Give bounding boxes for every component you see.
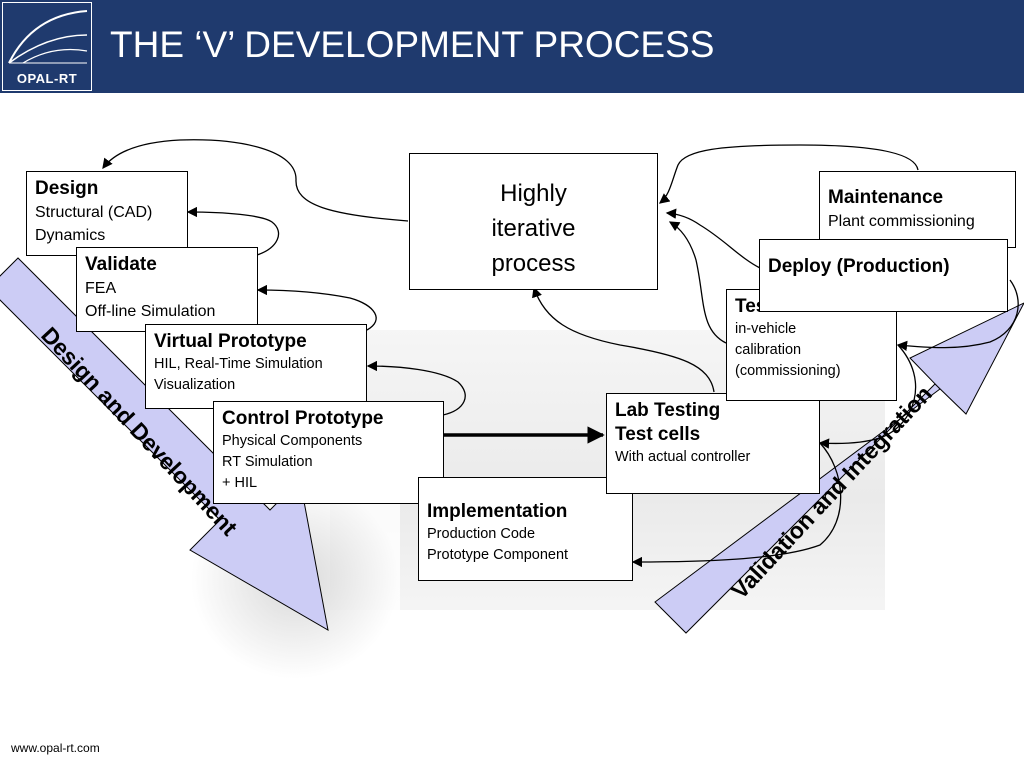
connector-testtrack-to-center: [668, 221, 727, 344]
testtrack-line-1: in-vehicle: [735, 321, 797, 337]
connector-virtual-to-validate: [256, 284, 377, 331]
deploy-title: Deploy (Production): [768, 256, 950, 277]
validation-integration-arrow: [654, 302, 1024, 634]
iterative-process-box: Highly iterative process: [409, 153, 658, 290]
design-line-1: Structural (CAD): [35, 204, 153, 221]
connector-center-to-design: [102, 139, 409, 222]
connector-testtrack-to-lab: [818, 344, 917, 449]
lab-line-1: With actual controller: [615, 449, 751, 465]
control-title: Control Prototype: [222, 408, 384, 429]
virtual-title: Virtual Prototype: [154, 331, 307, 352]
virtual-prototype-box: Virtual Prototype HIL, Real-Time Simulat…: [145, 324, 367, 409]
logo-graphic-icon: [8, 10, 88, 64]
center-line-2: iterative: [491, 215, 576, 242]
implementation-title: Implementation: [427, 501, 568, 522]
virtual-line-1: HIL, Real-Time Simulation: [154, 356, 323, 372]
validate-title: Validate: [85, 254, 157, 275]
implementation-line-2: Prototype Component: [427, 547, 569, 563]
connector-control-to-virtual: [366, 360, 466, 416]
control-line-1: Physical Components: [222, 433, 363, 449]
opal-rt-logo: OPAL-RT: [2, 2, 92, 91]
connector-deploy-to-center: [665, 208, 761, 269]
control-line-2: RT Simulation: [222, 454, 313, 470]
connector-lab-to-implementation: [631, 442, 842, 568]
page-title: THE ‘V’ DEVELOPMENT PROCESS: [110, 24, 715, 65]
maintenance-box: Maintenance Plant commissioning: [819, 171, 1016, 248]
testtrack-line-3: (commissioning): [735, 363, 841, 379]
connector-lab-to-center: [532, 286, 715, 393]
design-line-2: Dynamics: [35, 227, 106, 244]
implementation-line-1: Production Code: [427, 526, 536, 542]
control-prototype-box: Control Prototype Physical Components RT…: [213, 401, 444, 504]
footer-url[interactable]: www.opal-rt.com: [11, 741, 100, 755]
design-development-arrow: [0, 257, 329, 631]
design-title: Design: [35, 178, 99, 199]
lab-title-2: Test cells: [615, 424, 701, 445]
connector-deploy-to-testtrack: [896, 279, 1019, 352]
deploy-box: Deploy (Production): [759, 239, 1008, 312]
virtual-line-2: Visualization: [154, 377, 236, 393]
connector-maintenance-to-center: [658, 144, 919, 204]
validate-box: Validate FEA Off-line Simulation: [76, 247, 258, 332]
testtrack-line-2: calibration: [735, 342, 802, 358]
center-line-1: Highly: [500, 180, 567, 207]
design-box: Design Structural (CAD) Dynamics: [26, 171, 188, 256]
control-line-3: + HIL: [222, 475, 258, 491]
header-bar: OPAL-RT THE ‘V’ DEVELOPMENT PROCESS: [0, 0, 1024, 93]
maintenance-line-1: Plant commissioning: [828, 213, 975, 230]
implementation-box: Implementation Production Code Prototype…: [418, 477, 633, 581]
lab-testing-box: Lab Testing Test cells With actual contr…: [606, 393, 820, 494]
validate-line-1: FEA: [85, 280, 117, 297]
logo-text: OPAL-RT: [16, 71, 78, 86]
lab-title-1: Lab Testing: [615, 400, 721, 421]
validate-line-2: Off-line Simulation: [85, 303, 216, 320]
maintenance-title: Maintenance: [828, 187, 944, 208]
connector-validate-to-design: [186, 206, 280, 256]
center-line-3: process: [491, 250, 576, 277]
